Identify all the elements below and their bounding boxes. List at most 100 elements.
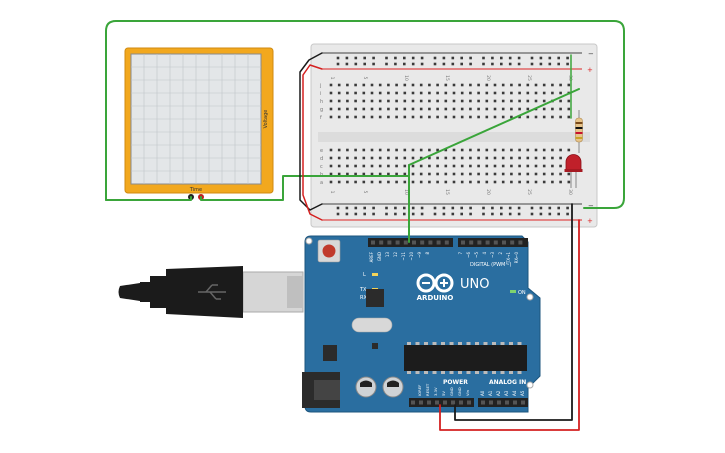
breadboard-hole[interactable] [460, 83, 464, 87]
breadboard-hole[interactable] [542, 180, 546, 184]
breadboard-hole[interactable] [419, 180, 423, 184]
breadboard-hole[interactable] [518, 99, 521, 103]
breadboard-hole[interactable] [493, 107, 497, 111]
breadboard-hole[interactable] [411, 212, 415, 216]
breadboard-hole[interactable] [420, 206, 424, 210]
breadboard-hole[interactable] [378, 156, 382, 160]
breadboard-hole[interactable] [559, 180, 562, 184]
breadboard-hole[interactable] [420, 56, 424, 60]
breadboard-hole[interactable] [436, 156, 439, 160]
breadboard-hole[interactable] [387, 164, 390, 168]
usb-cable[interactable] [118, 266, 304, 318]
breadboard-hole[interactable] [452, 180, 456, 184]
breadboard-hole[interactable] [510, 172, 513, 176]
breadboard-hole[interactable] [403, 212, 406, 216]
breadboard-hole[interactable] [411, 107, 415, 111]
breadboard-hole[interactable] [362, 91, 366, 95]
breadboard-hole[interactable] [551, 156, 554, 160]
breadboard-hole[interactable] [362, 99, 366, 103]
breadboard-hole[interactable] [460, 91, 464, 95]
header-pin[interactable] [395, 240, 400, 245]
breadboard-hole[interactable] [526, 156, 530, 160]
breadboard-hole[interactable] [559, 156, 562, 160]
breadboard-hole[interactable] [493, 99, 497, 103]
breadboard-hole[interactable] [469, 107, 472, 111]
breadboard-hole[interactable] [346, 107, 349, 111]
breadboard-hole[interactable] [370, 156, 374, 160]
breadboard-hole[interactable] [370, 91, 374, 95]
breadboard-hole[interactable] [501, 99, 505, 103]
breadboard-hole[interactable] [372, 62, 375, 66]
breadboard-hole[interactable] [378, 180, 382, 184]
breadboard-hole[interactable] [510, 164, 513, 168]
breadboard-hole[interactable] [419, 156, 423, 160]
header-pin[interactable] [428, 240, 433, 245]
breadboard-hole[interactable] [378, 107, 382, 111]
breadboard-hole[interactable] [548, 212, 552, 216]
breadboard-hole[interactable] [518, 164, 521, 168]
breadboard-hole[interactable] [500, 212, 503, 216]
breadboard-hole[interactable] [501, 164, 505, 168]
breadboard-hole[interactable] [411, 148, 415, 152]
breadboard-hole[interactable] [411, 99, 415, 103]
breadboard-hole[interactable] [346, 83, 349, 87]
breadboard-hole[interactable] [534, 148, 538, 152]
breadboard-hole[interactable] [329, 91, 333, 95]
breadboard-hole[interactable] [539, 56, 543, 60]
breadboard-hole[interactable] [485, 107, 489, 111]
breadboard-hole[interactable] [395, 164, 398, 168]
breadboard-hole[interactable] [518, 83, 521, 87]
breadboard-hole[interactable] [346, 115, 349, 119]
breadboard-hole[interactable] [485, 156, 489, 160]
breadboard-hole[interactable] [493, 180, 497, 184]
breadboard-hole[interactable] [395, 180, 398, 184]
breadboard-hole[interactable] [403, 62, 406, 66]
breadboard-hole[interactable] [485, 115, 489, 119]
breadboard-hole[interactable] [469, 115, 472, 119]
breadboard-hole[interactable] [433, 56, 437, 60]
breadboard-hole[interactable] [378, 172, 382, 176]
breadboard-hole[interactable] [530, 56, 534, 60]
breadboard-hole[interactable] [510, 148, 513, 152]
header-pin[interactable] [477, 240, 482, 245]
breadboard-hole[interactable] [469, 91, 472, 95]
breadboard-hole[interactable] [363, 56, 366, 60]
breadboard-hole[interactable] [346, 148, 349, 152]
breadboard-hole[interactable] [346, 156, 349, 160]
breadboard-holes[interactable] [329, 56, 571, 216]
breadboard-hole[interactable] [345, 62, 349, 66]
breadboard-hole[interactable] [559, 99, 562, 103]
breadboard-hole[interactable] [566, 62, 569, 66]
breadboard-hole[interactable] [378, 115, 382, 119]
breadboard-hole[interactable] [451, 62, 455, 66]
digital-header-right[interactable] [458, 238, 528, 247]
breadboard-hole[interactable] [557, 206, 560, 210]
breadboard-hole[interactable] [395, 148, 398, 152]
header-pin[interactable] [427, 400, 431, 405]
breadboard-hole[interactable] [395, 172, 398, 176]
breadboard-hole[interactable] [460, 148, 464, 152]
breadboard-hole[interactable] [419, 107, 423, 111]
breadboard-hole[interactable] [477, 115, 480, 119]
breadboard-hole[interactable] [510, 115, 513, 119]
breadboard-hole[interactable] [336, 212, 340, 216]
breadboard-hole[interactable] [485, 180, 489, 184]
breadboard-hole[interactable] [491, 206, 494, 210]
breadboard-hole[interactable] [500, 206, 503, 210]
breadboard-hole[interactable] [542, 83, 546, 87]
breadboard-hole[interactable] [354, 180, 357, 184]
breadboard-hole[interactable] [433, 206, 437, 210]
breadboard-hole[interactable] [362, 83, 366, 87]
breadboard-hole[interactable] [354, 148, 357, 152]
header-pin[interactable] [436, 240, 441, 245]
breadboard-hole[interactable] [460, 156, 464, 160]
breadboard-hole[interactable] [444, 107, 448, 111]
breadboard-hole[interactable] [510, 91, 513, 95]
breadboard-hole[interactable] [363, 62, 366, 66]
breadboard-hole[interactable] [403, 83, 407, 87]
breadboard-hole[interactable] [436, 172, 439, 176]
breadboard-hole[interactable] [387, 115, 390, 119]
breadboard-hole[interactable] [460, 206, 463, 210]
breadboard-hole[interactable] [394, 62, 397, 66]
